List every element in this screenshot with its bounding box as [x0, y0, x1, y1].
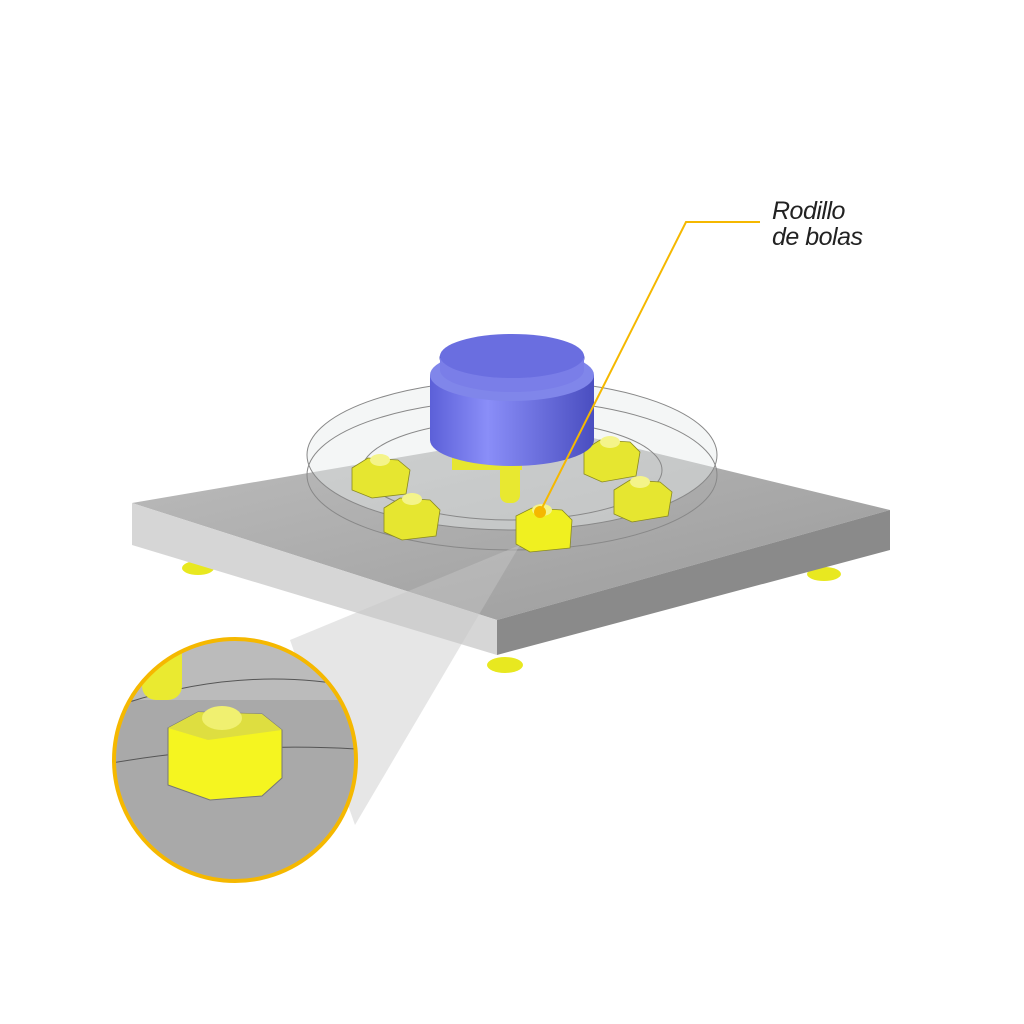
shaft	[500, 455, 520, 503]
magnifier-detail	[112, 637, 358, 883]
callout-line-1: Rodillo	[772, 197, 845, 225]
callout-leader	[534, 221, 760, 518]
callout-line-2: de bolas	[772, 223, 863, 251]
magnifier-ring	[112, 637, 358, 883]
callout-dot	[534, 506, 546, 518]
ball-rollers	[351, 436, 673, 553]
motor-cylinder	[430, 334, 594, 466]
callout-label: Rodillo de bolas	[772, 198, 863, 250]
base-plate	[132, 430, 890, 655]
